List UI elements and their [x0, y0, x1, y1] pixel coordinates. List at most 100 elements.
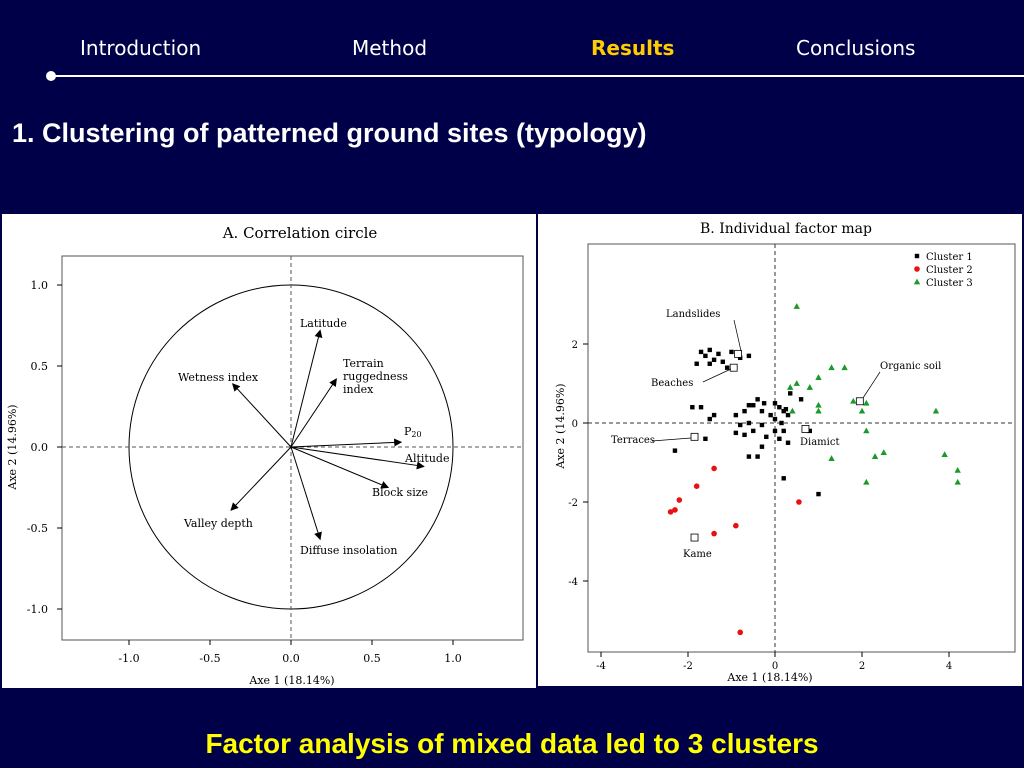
chart-a-ytick-label: -0.5 — [27, 522, 48, 535]
vector-label: Diffuse insolation — [300, 544, 397, 557]
cluster-3-point — [932, 407, 940, 414]
cluster-1-point — [777, 405, 782, 410]
cluster-1-point — [672, 448, 678, 453]
cluster-1-point — [772, 428, 778, 434]
nav-method[interactable]: Method — [352, 36, 428, 60]
cluster-1-point — [785, 412, 791, 418]
annotated-site-marker — [734, 349, 742, 358]
cluster-1-point — [759, 444, 765, 449]
cluster-1-point — [698, 405, 704, 410]
cluster-1-point — [733, 430, 739, 436]
cluster-2-point — [693, 483, 700, 490]
cluster-1-point — [707, 416, 712, 422]
cluster-1-point — [764, 434, 769, 440]
cluster-2-point — [737, 629, 743, 636]
cluster-1-point — [783, 406, 789, 412]
annotation-label: Beaches — [651, 378, 693, 389]
individual-factor-map-chart: B. Individual factor map Axe 1 (18.14%) … — [554, 221, 1016, 684]
cluster-1-point — [781, 476, 786, 481]
chart-a-ytick-label: -1.0 — [27, 603, 48, 616]
cluster-1-point — [751, 403, 756, 408]
chart-a-xtick-label: 1.0 — [444, 652, 462, 665]
cluster-1-point — [724, 365, 730, 370]
cluster-1-point — [755, 454, 760, 459]
cluster-1-point — [781, 428, 786, 434]
cluster-1-point — [707, 361, 712, 366]
chart-b-xlabel: Axe 1 (18.14%) — [726, 671, 812, 684]
chart-b-frame — [587, 243, 1016, 653]
cluster-1-point — [720, 359, 725, 364]
chart-b-ylabel: Axe 2 (14.96%) — [554, 383, 567, 469]
cluster-3-point — [828, 455, 835, 461]
cluster-3-point — [793, 380, 800, 386]
cluster-1-point — [751, 428, 756, 434]
chart-a-xtick-label: 0.5 — [363, 652, 381, 665]
cluster-3-point — [863, 478, 870, 485]
cluster-3-point — [863, 427, 870, 434]
legend-label-cluster-1: Cluster 1 — [926, 252, 973, 263]
chart-a-xtick-label: 0.0 — [282, 652, 300, 665]
annotation-leader-line — [733, 319, 742, 352]
cluster-1-point — [738, 355, 743, 361]
cluster-3-point — [815, 401, 822, 408]
chart-a-ytick-label: 1.0 — [31, 279, 49, 292]
chart-b-xtick-label: -4 — [596, 661, 606, 672]
cluster-1-point — [711, 412, 717, 418]
nav-bullet-dot — [46, 71, 56, 81]
legend-label-cluster-2: Cluster 2 — [926, 265, 973, 276]
chart-a-frame — [61, 255, 524, 641]
vector-label: Altitude — [404, 452, 449, 465]
cluster-1-point — [788, 391, 793, 396]
cluster-1-point — [729, 349, 734, 355]
nav-introduction[interactable]: Introduction — [80, 36, 202, 60]
cluster-1-point — [777, 436, 782, 441]
cluster-3-point — [841, 364, 848, 371]
vector-label: Block size — [372, 486, 428, 499]
chart-a-xlabel: Axe 1 (18.14%) — [248, 674, 334, 687]
annotation-label: Diamict — [800, 437, 839, 448]
loading-vector-arrow — [230, 446, 292, 511]
annotation-leader-line — [651, 437, 692, 442]
cluster-1-point — [768, 412, 773, 418]
cluster-1-point — [798, 397, 804, 402]
cluster-3-point — [954, 478, 961, 485]
cluster-3-point — [880, 449, 887, 456]
legend-marker-cluster-1 — [914, 253, 920, 259]
chart-b-xtick-label: -2 — [683, 661, 693, 672]
annotation-leader-line — [862, 371, 881, 399]
conclusion-text: Factor analysis of mixed data led to 3 c… — [205, 728, 819, 759]
cluster-1-point — [742, 408, 747, 414]
cluster-1-point — [746, 353, 752, 359]
nav-conclusions[interactable]: Conclusions — [796, 36, 916, 60]
cluster-1-point — [703, 353, 708, 359]
loading-vector-arrow — [290, 329, 323, 448]
annotated-site-marker — [855, 397, 864, 406]
cluster-1-point — [755, 397, 760, 402]
loading-vector-arrow — [290, 438, 403, 448]
vector-label: Wetness index — [178, 371, 259, 384]
chart-a-ylabel: Axe 2 (14.96%) — [6, 404, 19, 490]
top-navigation: Introduction Method Results Conclusions — [0, 36, 1024, 66]
cluster-3-point — [941, 451, 948, 457]
individual-factor-map-panel: B. Individual factor map Axe 1 (18.14%) … — [538, 214, 1022, 686]
cluster-2-point — [672, 507, 678, 513]
cluster-1-point — [816, 491, 821, 497]
cluster-1-point — [746, 420, 752, 426]
cluster-3-point — [815, 407, 822, 414]
vector-label: Latitude — [300, 317, 347, 330]
cluster-3-point — [858, 407, 866, 414]
slide-title: 1. Clustering of patterned ground sites … — [12, 118, 647, 148]
chart-a-xtick-label: -0.5 — [199, 652, 220, 665]
cluster-3-point — [815, 374, 822, 380]
cluster-1-point — [707, 347, 712, 353]
cluster-1-point — [772, 401, 778, 406]
cluster-1-point — [698, 349, 704, 355]
cluster-1-point — [694, 361, 699, 366]
cluster-1-point — [742, 432, 747, 438]
cluster-3-point — [871, 453, 879, 459]
chart-b-ytick-label: -4 — [568, 577, 578, 588]
nav-results[interactable]: Results — [591, 36, 675, 60]
cluster-2-point — [796, 499, 802, 505]
cluster-3-point — [789, 407, 796, 414]
